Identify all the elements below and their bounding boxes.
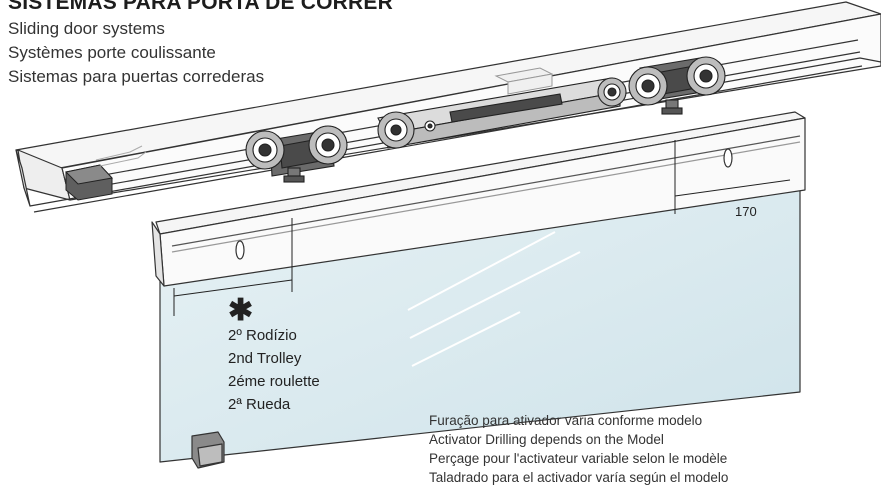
glass-door [151, 111, 806, 469]
drill-hole [235, 240, 245, 260]
drilling-note-es: Taladrado para el activador varía según … [429, 470, 729, 485]
dimension-lines [173, 140, 791, 316]
trolley-bolt [665, 99, 679, 109]
trolley-right [628, 56, 726, 115]
subtitle-en: Sliding door systems [8, 19, 165, 38]
rail-end-cap [15, 149, 31, 207]
trolley-label-fr: 2éme roulette [228, 373, 320, 390]
connector-roller [377, 77, 627, 149]
trolley-label-pt: 2º Rodízio [228, 327, 297, 344]
trolley-left [245, 125, 348, 183]
trolley-asterisk: ✱ [228, 294, 254, 327]
subtitle-fr: Systèmes porte coulissante [8, 43, 216, 62]
dimension-label: 170 [735, 204, 757, 219]
trolley-label-en: 2nd Trolley [228, 350, 302, 367]
door-top-profile-end [151, 221, 165, 287]
drilling-note-pt: Furação para ativador varia conforme mod… [429, 413, 703, 428]
drill-hole [723, 148, 733, 168]
subtitle-es: Sistemas para puertas correderas [8, 67, 265, 86]
trolley-bolt [287, 167, 301, 177]
rail-lower-lip [33, 65, 863, 213]
glass-reflection [411, 311, 521, 367]
glass-reflection [409, 251, 581, 339]
glass-reflection [407, 231, 556, 311]
drilling-note-fr: Perçage pour l'activateur variable selon… [429, 451, 728, 466]
trolley-label-es: 2ª Rueda [228, 396, 291, 413]
page-title: SISTEMAS PARA PORTA DE CORRER [8, 0, 393, 14]
rail-stopper-right [494, 67, 554, 95]
drilling-note-en: Activator Drilling depends on the Model [429, 432, 664, 447]
rail-stopper [64, 145, 147, 201]
